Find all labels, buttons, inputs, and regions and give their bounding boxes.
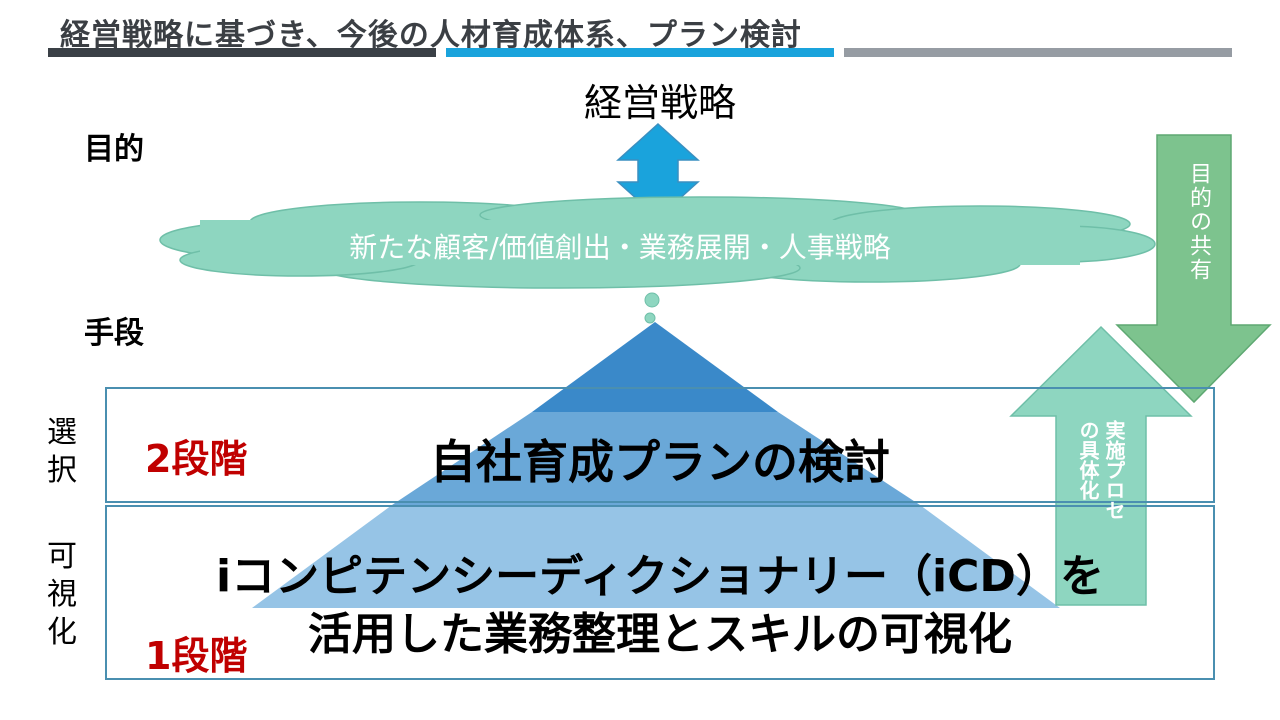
title-underline-right <box>844 48 1232 57</box>
stage1-label: 1段階 <box>145 634 248 678</box>
label-means: 手段 <box>84 316 144 351</box>
pyramid-base <box>252 505 1060 608</box>
down-arrow-shape <box>1115 134 1272 404</box>
label-select: 選択 <box>42 414 82 490</box>
up-arrow-text-col2: の具体化 <box>1076 420 1100 500</box>
cloud-bubble <box>644 312 656 324</box>
stage1-text-line2: 活用した業務整理とスキルの可視化 <box>308 609 1012 660</box>
pyramid-middle <box>392 412 920 505</box>
pyramid-top <box>532 322 778 412</box>
up-arrow-text-col1: 実施プロセ <box>1102 420 1126 520</box>
title-underline-center <box>446 48 834 57</box>
down-arrow-text: 目的の共有 <box>1186 162 1211 282</box>
up-arrow-shape <box>1009 325 1193 606</box>
stage1-box <box>105 505 1215 680</box>
stage2-text: 自社育成プランの検討 <box>430 435 890 489</box>
stage2-label: 2段階 <box>145 437 248 481</box>
top-label-management-strategy: 経営戦略 <box>583 81 736 125</box>
title-underline-left <box>48 48 436 57</box>
stage2-box <box>105 387 1215 503</box>
stage1-text-line1: iコンピテンシーディクショナリー（iCD）を <box>216 551 1104 602</box>
page-title: 経営戦略に基づき、今後の人材育成体系、プラン検討 <box>60 18 802 53</box>
label-visualize-text: 可視化 <box>47 539 77 650</box>
cloud-bubble <box>644 292 660 308</box>
label-visualize: 可視化 <box>42 538 82 652</box>
label-select-text: 選択 <box>47 415 77 488</box>
cloud-text: 新たな顧客/価値創出・業務展開・人事戦略 <box>349 231 891 264</box>
cloud-shape <box>159 196 1156 289</box>
label-purpose: 目的 <box>84 132 144 167</box>
